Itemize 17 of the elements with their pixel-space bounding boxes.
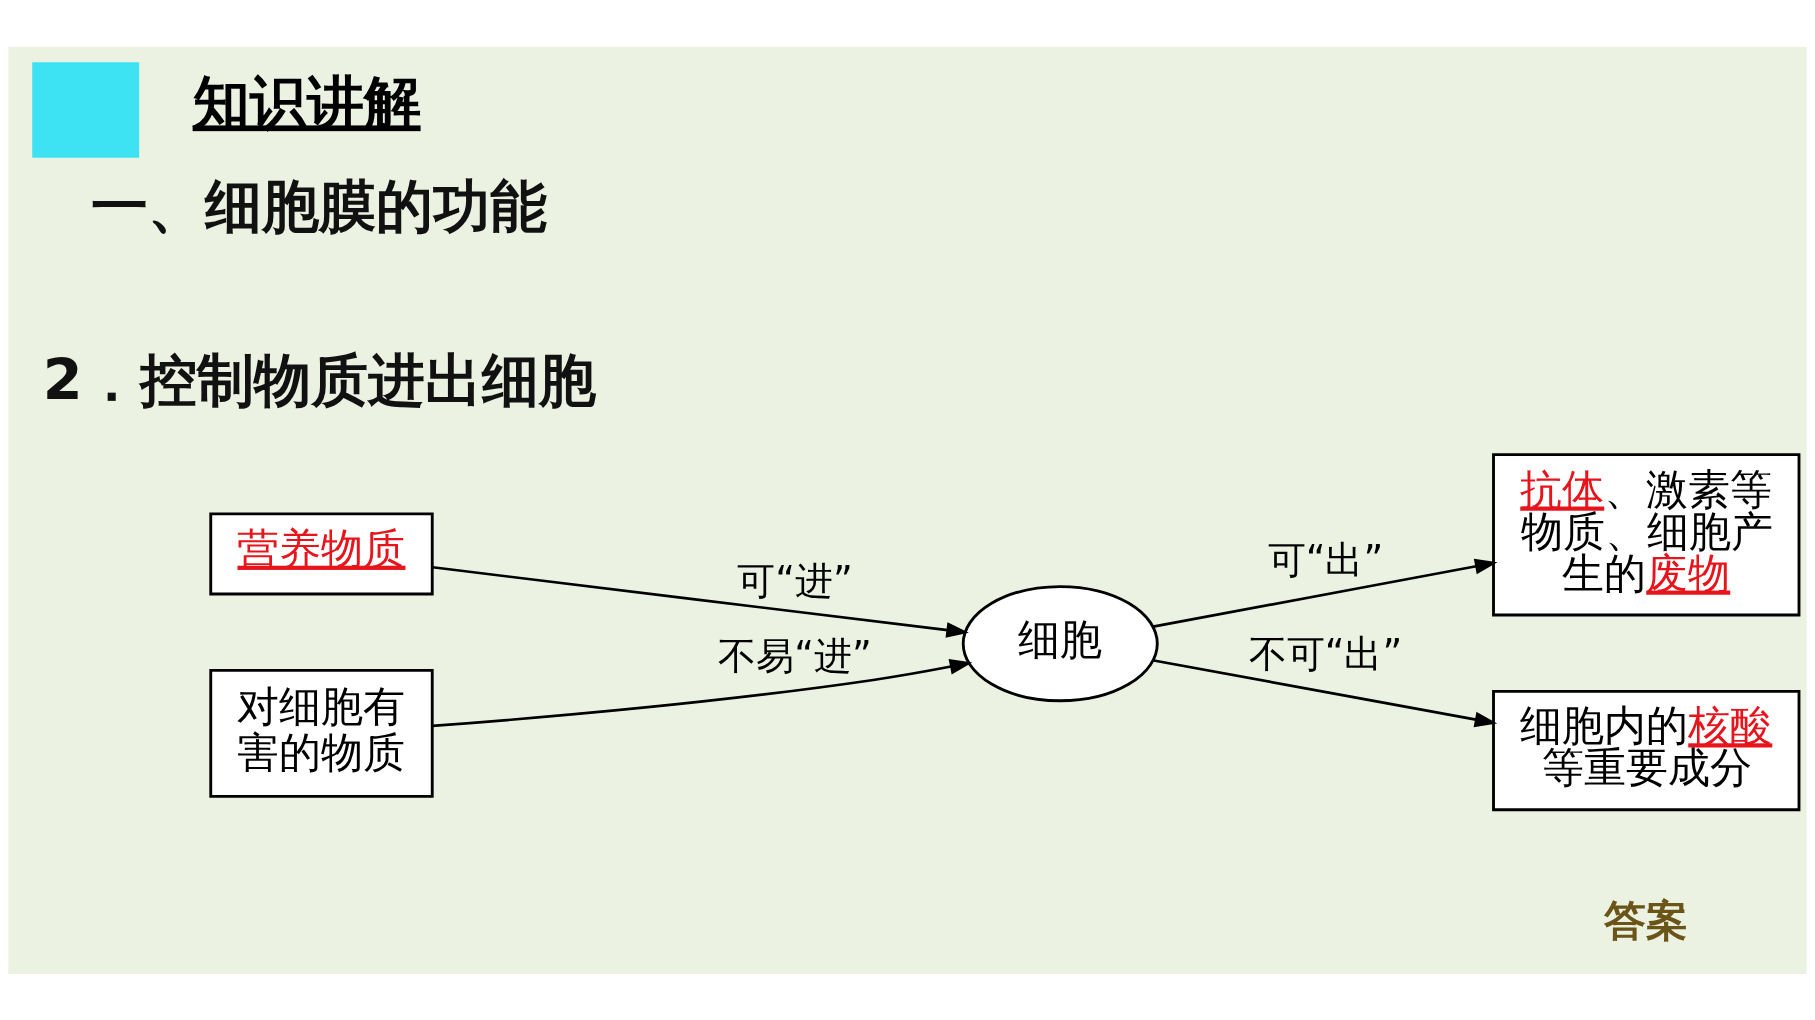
node-box: 细胞内的核酸等重要成分 — [1492, 689, 1801, 811]
label: 2．控制物质进出细胞 — [42, 346, 596, 414]
edge-label: 可“进” — [737, 558, 853, 603]
label: 一、细胞膜的功能 — [91, 172, 548, 240]
arrow — [432, 565, 969, 638]
edge-label: 可“出” — [1267, 537, 1384, 582]
edge-label: 不易“进” — [718, 633, 872, 677]
arrow — [1152, 558, 1498, 628]
node-box: 营养物质 — [209, 511, 434, 595]
edge-label: 不可“出” — [1248, 631, 1403, 676]
node-box: 抗体、激素等物质、细胞产生的废物 — [1492, 452, 1801, 616]
arrow — [432, 658, 973, 727]
label: 答案 — [1604, 895, 1689, 945]
node-box: 对细胞有害的物质 — [209, 668, 434, 798]
diagram-title: 知识讲解 — [192, 68, 421, 136]
node-ellipse: 细胞 — [961, 584, 1159, 702]
arrow — [1153, 658, 1498, 727]
